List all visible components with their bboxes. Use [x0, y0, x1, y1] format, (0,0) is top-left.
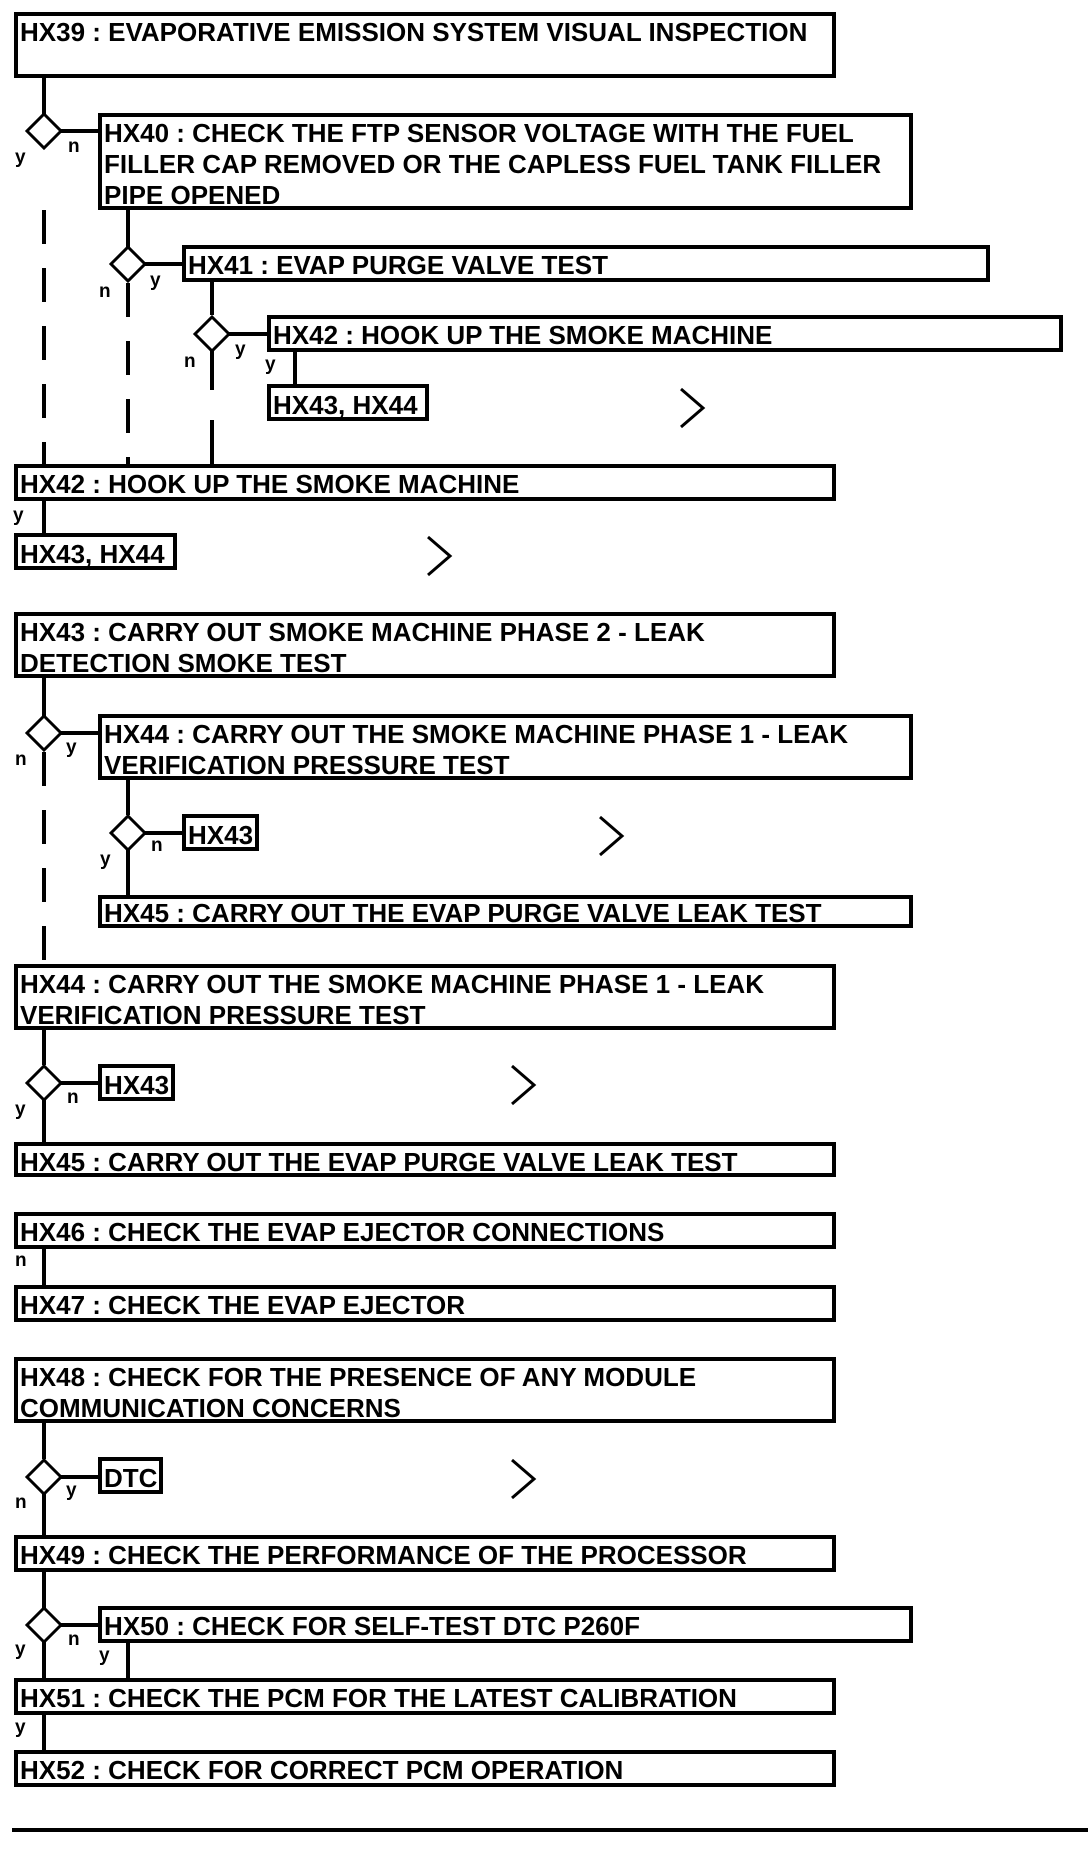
branch-label-yes: y	[100, 849, 111, 870]
decision-diamond	[24, 1605, 64, 1645]
decision-diamond	[24, 713, 64, 753]
step-hx45-box: HX45 : CARRY OUT THE EVAP PURGE VALVE LE…	[14, 1142, 836, 1177]
branch-label-no: n	[15, 1250, 27, 1271]
branch-label-yes: y	[265, 354, 276, 375]
step-hx41-box: HX41 : EVAP PURGE VALVE TEST	[182, 245, 990, 282]
branch-label-no: n	[67, 1087, 79, 1108]
step-hx46-box: HX46 : CHECK THE EVAP EJECTOR CONNECTION…	[14, 1212, 836, 1249]
step-hx47-box: HX47 : CHECK THE EVAP EJECTOR	[14, 1285, 836, 1322]
continue-arrow-icon	[427, 535, 453, 577]
step-hx45-box-nested: HX45 : CARRY OUT THE EVAP PURGE VALVE LE…	[98, 895, 913, 928]
step-hx40-box: HX40 : CHECK THE FTP SENSOR VOLTAGE WITH…	[98, 113, 913, 210]
step-hx44-box-nested: HX44 : CARRY OUT THE SMOKE MACHINE PHASE…	[98, 714, 913, 780]
decision-diamond	[24, 111, 64, 151]
branch-label-yes: y	[66, 737, 77, 758]
branch-label-no: n	[151, 835, 163, 856]
step-hx39-box: HX39 : EVAPORATIVE EMISSION SYSTEM VISUA…	[14, 12, 836, 78]
step-hx42-box-nested: HX42 : HOOK UP THE SMOKE MACHINE	[267, 315, 1063, 352]
branch-label-no: n	[99, 281, 111, 302]
step-hx50-box: HX50 : CHECK FOR SELF-TEST DTC P260F	[98, 1606, 913, 1643]
decision-diamond	[108, 813, 148, 853]
branch-label-yes: y	[235, 339, 246, 360]
decision-diamond	[108, 244, 148, 284]
step-hx51-box: HX51 : CHECK THE PCM FOR THE LATEST CALI…	[14, 1678, 836, 1715]
goto-hx43-box: HX43	[98, 1064, 175, 1101]
branch-label-yes: y	[15, 147, 26, 168]
goto-hx43-hx44-box-nested: HX43, HX44	[267, 384, 429, 421]
step-hx48-box: HX48 : CHECK FOR THE PRESENCE OF ANY MOD…	[14, 1357, 836, 1423]
step-hx43-box: HX43 : CARRY OUT SMOKE MACHINE PHASE 2 -…	[14, 612, 836, 678]
continue-arrow-icon	[511, 1458, 537, 1500]
branch-label-yes: y	[99, 1645, 110, 1666]
decision-diamond	[24, 1457, 64, 1497]
branch-label-yes: y	[150, 270, 161, 291]
continue-arrow-icon	[511, 1064, 537, 1106]
step-hx52-box: HX52 : CHECK FOR CORRECT PCM OPERATION	[14, 1750, 836, 1787]
branch-label-yes: y	[66, 1480, 77, 1501]
goto-hx43-box-nested: HX43	[182, 814, 259, 851]
goto-hx43-hx44-box: HX43, HX44	[14, 533, 177, 570]
branch-label-yes: y	[13, 505, 24, 526]
continue-arrow-icon	[680, 387, 706, 429]
branch-label-no: n	[184, 351, 196, 372]
step-hx42-box: HX42 : HOOK UP THE SMOKE MACHINE	[14, 464, 836, 501]
decision-diamond	[192, 314, 232, 354]
branch-label-no: n	[15, 1492, 27, 1513]
branch-label-yes: y	[15, 1639, 26, 1660]
decision-diamond	[24, 1063, 64, 1103]
branch-label-no: n	[68, 136, 80, 157]
branch-label-yes: y	[15, 1717, 26, 1738]
step-hx49-box: HX49 : CHECK THE PERFORMANCE OF THE PROC…	[14, 1535, 836, 1572]
branch-label-no: n	[15, 749, 27, 770]
dtc-box: DTC	[98, 1457, 163, 1494]
branch-label-no: n	[68, 1629, 80, 1650]
continue-arrow-icon	[599, 815, 625, 857]
branch-label-yes: y	[15, 1099, 26, 1120]
step-hx44-box: HX44 : CARRY OUT THE SMOKE MACHINE PHASE…	[14, 964, 836, 1030]
